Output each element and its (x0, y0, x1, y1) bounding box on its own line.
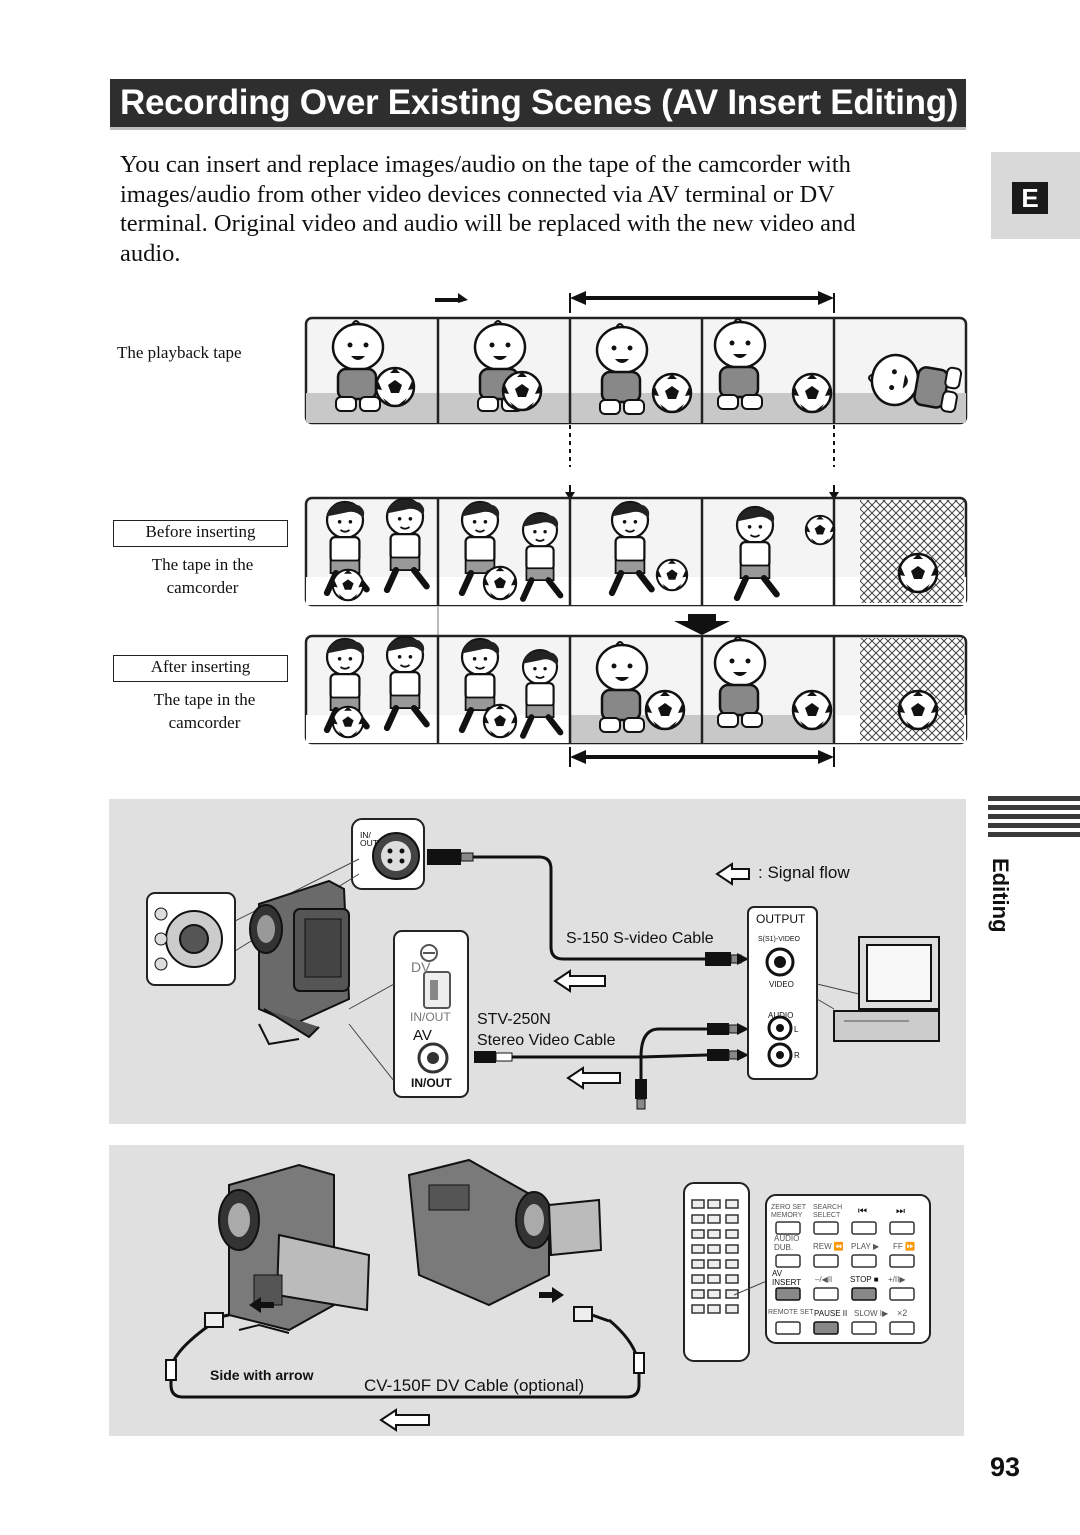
dv-cable-label: CV-150F DV Cable (optional) (364, 1376, 585, 1395)
title-bar: Recording Over Existing Scenes (AV Inser… (110, 79, 966, 130)
s-video-jack-label: S(S1)-VIDEO (758, 936, 801, 943)
remote-label-play: PLAY ▶ (851, 1242, 880, 1251)
remote-label-zero-set: ZERO SET MEMORY (771, 1204, 806, 1219)
remote-label-audio-dub: AUDIO DUB. (774, 1234, 800, 1252)
stv-cable-name: Stereo Video Cable (477, 1032, 616, 1049)
remote-label-frame-fwd: +/II▶ (888, 1275, 906, 1284)
dv-in-out-label: IN/OUT (410, 1010, 451, 1024)
jack-label: IN/ OUT (360, 830, 378, 848)
audio-right-label: R (794, 1051, 800, 1060)
remote-label-prev: ⏮ (858, 1206, 867, 1217)
side-with-arrow-label: Side with arrow (210, 1367, 314, 1383)
signal-flow-legend: : Signal flow (758, 863, 850, 882)
before-caption: The tape in the camcorder (151, 555, 254, 597)
section-name: Editing (988, 858, 1013, 933)
page-title: Recording Over Existing Scenes (AV Inser… (120, 83, 959, 122)
remote-label-stop: STOP ■ (850, 1275, 879, 1284)
after-caption: The tape in the camcorder (153, 690, 256, 732)
playback-tape-label: The playback tape (117, 343, 242, 362)
s-video-cable-label: S-150 S-video Cable (566, 930, 714, 947)
page-number: 93 (990, 1452, 1021, 1482)
dv-connection-illustration (165, 1158, 931, 1432)
remote-label-frame-back: –/◀II (815, 1275, 833, 1284)
remote-label-av-insert: AV INSERT (772, 1269, 802, 1287)
stv-cable-model: STV-250N (477, 1011, 551, 1028)
av-connection-panel (109, 799, 966, 1124)
before-inserting-label: Before inserting (113, 520, 288, 547)
section-marker-lines (988, 796, 1080, 841)
output-panel-title: OUTPUT (756, 912, 806, 926)
audio-jack-label: AUDIO (768, 1011, 794, 1020)
remote-label-slow: SLOW I▶ (854, 1309, 889, 1318)
av-connection-illustration (146, 818, 940, 1110)
remote-label-x2: ×2 (897, 1308, 908, 1318)
tape-frames-illustration (304, 291, 968, 767)
av-in-out-label: IN/OUT (411, 1076, 452, 1090)
remote-label-next: ⏭ (896, 1206, 905, 1217)
audio-left-label: L (794, 1025, 799, 1034)
remote-label-pause: PAUSE II (814, 1309, 848, 1318)
remote-label-rew: REW ⏪ (813, 1242, 844, 1251)
dv-terminal-label: DV (411, 959, 431, 975)
intro-paragraph: You can insert and replace images/audio … (120, 151, 856, 267)
remote-label-search: SEARCH SELECT (813, 1204, 843, 1219)
video-jack-label: VIDEO (769, 980, 794, 989)
remote-label-ff: FF ⏩ (893, 1242, 915, 1251)
after-inserting-label: After inserting (113, 655, 288, 682)
remote-label-remote-set: REMOTE SET (768, 1309, 814, 1316)
av-terminal-label: AV (413, 1027, 432, 1044)
section-letter: E (1012, 182, 1048, 214)
